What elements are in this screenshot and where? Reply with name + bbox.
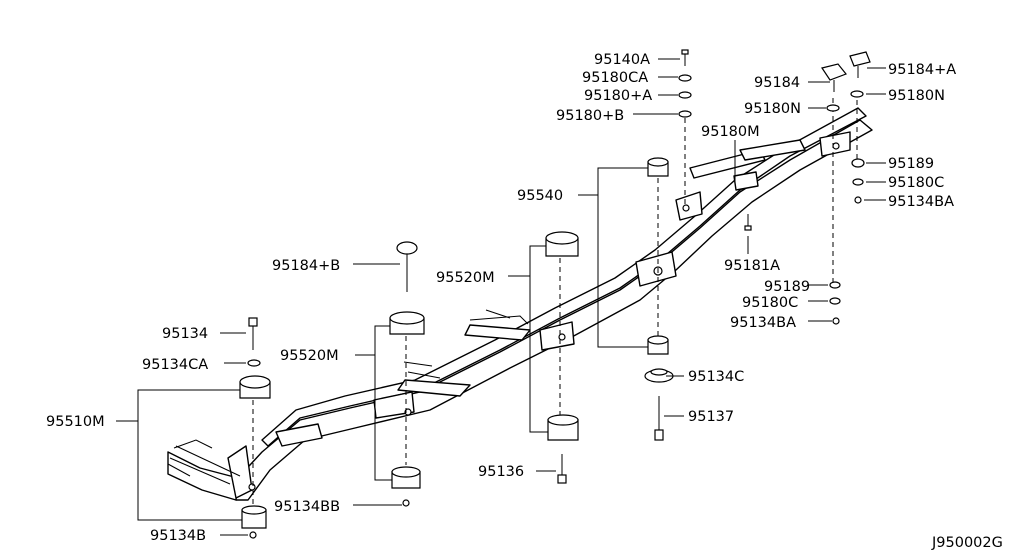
label-95134C: 95134C	[688, 369, 744, 385]
label-95184: 95184	[754, 75, 800, 91]
label-95134BB: 95134BB	[274, 499, 340, 515]
leader-lines	[116, 58, 886, 536]
label-95140A: 95140A	[594, 52, 650, 68]
label-95134BA-bottom: 95134BA	[730, 315, 796, 331]
label-95180N-left: 95180N	[744, 101, 801, 117]
label-95510M: 95510M	[46, 414, 105, 430]
label-95180-plus-a: 95180+A	[584, 88, 652, 104]
label-95180C-bottom: 95180C	[742, 295, 798, 311]
label-95180N-right: 95180N	[888, 88, 945, 104]
label-95134B: 95134B	[150, 528, 206, 544]
label-95520M-lower: 95520M	[280, 348, 339, 364]
parts	[239, 49, 871, 539]
label-95137: 95137	[688, 409, 734, 425]
part-labels: 95140A 95180CA 95180+A 95180+B 95184 951…	[46, 52, 1003, 551]
label-95184-plus-a: 95184+A	[888, 62, 956, 78]
vehicle-frame	[167, 107, 873, 501]
label-95189-bottom: 95189	[764, 279, 810, 295]
diagram-id: J950002G	[931, 535, 1003, 551]
label-95134CA: 95134CA	[142, 357, 208, 373]
label-95134: 95134	[162, 326, 208, 342]
alignment-lines	[252, 98, 858, 510]
label-95520M-upper: 95520M	[436, 270, 495, 286]
label-95134BA-top: 95134BA	[888, 194, 954, 210]
label-95189-top: 95189	[888, 156, 934, 172]
label-95180CA: 95180CA	[582, 70, 648, 86]
label-95136: 95136	[478, 464, 524, 480]
label-95180M: 95180M	[701, 124, 760, 140]
label-95180C-top: 95180C	[888, 175, 944, 191]
label-95181A: 95181A	[724, 258, 780, 274]
label-95180-plus-b: 95180+B	[556, 108, 624, 124]
label-95184-plus-b: 95184+B	[272, 258, 340, 274]
label-95540: 95540	[517, 188, 563, 204]
